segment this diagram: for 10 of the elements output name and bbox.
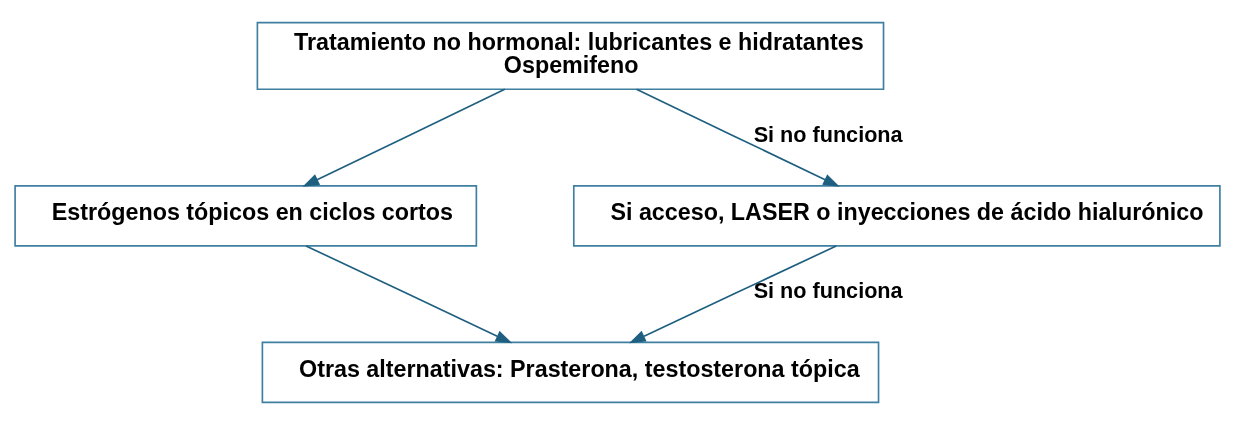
node-box: Estrógenos tópicos en ciclos cortos — [14, 185, 478, 247]
edge-label: Si no funciona — [753, 278, 903, 304]
arrow — [302, 88, 506, 187]
node-box: Si acceso, LASER o inyecciones de ácido hialurónico — [572, 185, 1221, 247]
arrow — [635, 88, 840, 187]
node-box: Tratamiento no hormonal: lubricantes e hidratantes Ospemifeno — [256, 21, 885, 91]
arrow — [629, 245, 838, 344]
edge-label: Si no funciona — [753, 121, 903, 147]
node-box: Otras alternativas: Prasterona, testosterona tópica — [261, 341, 880, 404]
arrow — [305, 245, 513, 344]
